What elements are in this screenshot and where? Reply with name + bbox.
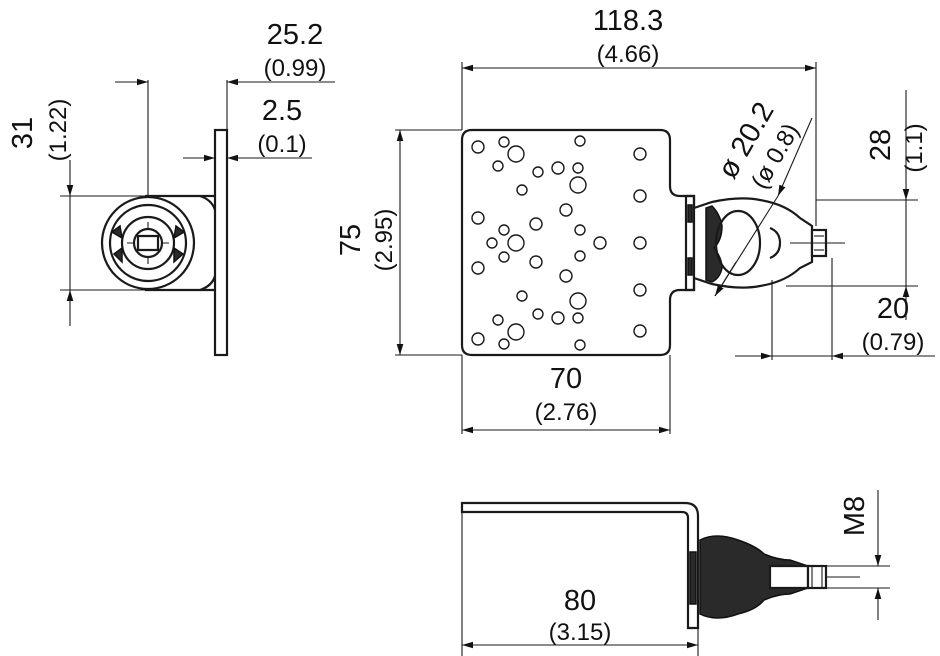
side-plate — [213, 128, 229, 357]
dim-offset-28-mm: 28 — [865, 129, 897, 161]
dim-plate-thickness-mm: 2.5 — [262, 95, 302, 127]
dim-plate-thickness-inch: (0.1) — [257, 131, 306, 158]
dim-overall-length-mm: 118.3 — [593, 5, 663, 37]
dim-bottom-length-inch: (3.15) — [549, 619, 612, 646]
dim-offset-28-inch: (1.1) — [901, 123, 928, 172]
stud-front — [806, 564, 828, 590]
side-bracket-outline — [145, 194, 215, 292]
bracket-profile — [460, 501, 700, 630]
dim-plate-width-mm: 70 — [550, 363, 582, 395]
dim-side-width-mm: 25.2 — [267, 19, 323, 51]
dim-overall-length-inch: (4.66) — [597, 41, 660, 68]
top-view: 118.3 (4.66) 75 (2.95) 70 (2.76) ø 20.2 … — [335, 5, 935, 434]
dim-plate-height-mm: 75 — [335, 224, 367, 256]
dim-plate-width-inch: (2.76) — [535, 399, 598, 426]
dim-bottom-length-mm: 80 — [564, 585, 596, 617]
dim-thread: M8 — [839, 496, 871, 536]
dim-plate-height-inch: (2.95) — [371, 209, 398, 272]
plate-holes — [471, 135, 647, 351]
dim-stem-length-mm: 20 — [877, 293, 909, 325]
dim-stem-length-inch: (0.79) — [862, 329, 925, 356]
front-view: 80 (3.15) M8 — [460, 490, 890, 656]
dim-side-height-inch: (1.22) — [45, 99, 72, 162]
side-knob-outer — [100, 195, 196, 291]
dim-side-width-inch: (0.99) — [264, 55, 327, 82]
dim-side-height-mm: 31 — [7, 117, 39, 149]
side-view: 25.2 (0.99) 2.5 (0.1) 31 (1.22) — [7, 19, 335, 357]
